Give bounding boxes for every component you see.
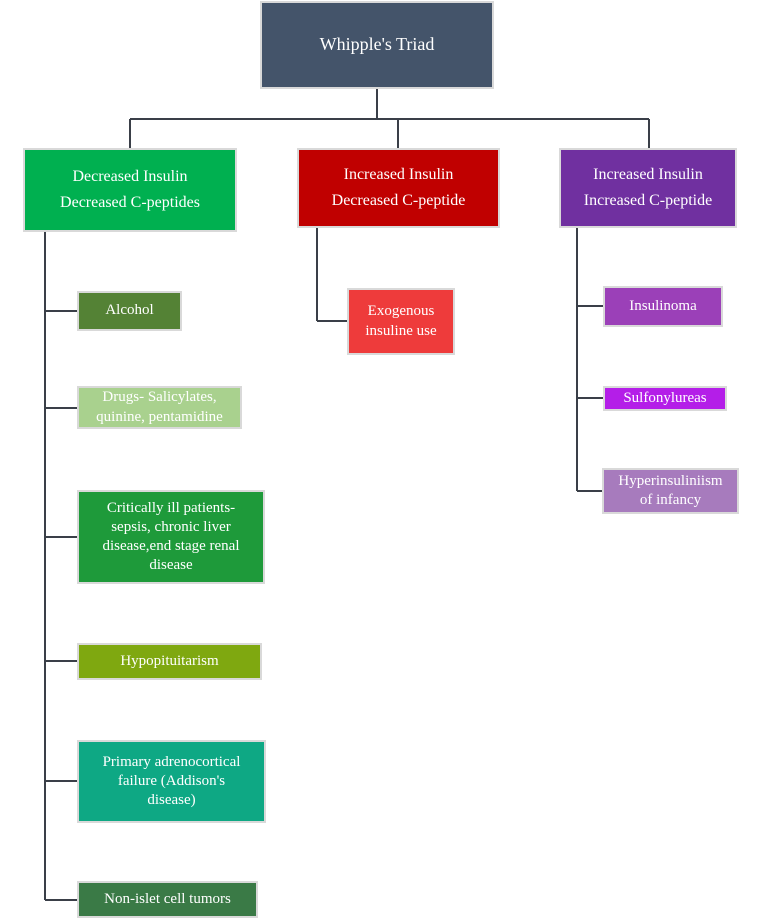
- root-label: Whipple's Triad: [319, 34, 435, 55]
- cause-label: Sulfonylureas: [623, 389, 707, 406]
- cause-label: Non-islet cell tumors: [104, 890, 231, 907]
- cause-alcohol: Alcohol: [77, 291, 182, 331]
- category-increased-insulin-decreased-c-peptide: Increased Insulin Decreased C-peptide: [297, 148, 500, 228]
- category-label: Increased Insulin Increased C-peptide: [583, 165, 713, 209]
- category-decreased-insulin-decreased-c-peptides: Decreased Insulin Decreased C-peptides: [23, 148, 237, 232]
- category-label: Increased Insulin Decreased C-peptide: [331, 165, 466, 209]
- cause-label: Drugs- Salicylates, quinine, pentamidine: [96, 389, 223, 425]
- category-increased-insulin-increased-c-peptide: Increased Insulin Increased C-peptide: [559, 148, 737, 228]
- cause-exogenous-insuline-use: Exogenous insuline use: [347, 288, 455, 355]
- category-label: Decreased Insulin Decreased C-peptides: [60, 167, 200, 211]
- cause-label: Alcohol: [105, 302, 154, 319]
- cause-hypopituitarism: Hypopituitarism: [77, 643, 262, 680]
- cause-label: Critically ill patients- sepsis, chronic…: [102, 499, 240, 574]
- root-node: Whipple's Triad: [260, 1, 494, 89]
- cause-label: Primary adrenocortical failure (Addison'…: [102, 753, 241, 809]
- cause-hyperinsulinism-of-infancy: Hyperinsuliniism of infancy: [602, 468, 739, 514]
- cause-label: Insulinoma: [629, 297, 697, 314]
- cause-non-islet-cell-tumors: Non-islet cell tumors: [77, 881, 258, 918]
- cause-critically-ill-patients: Critically ill patients- sepsis, chronic…: [77, 490, 265, 584]
- cause-label: Hypopituitarism: [120, 652, 219, 669]
- cause-drugs: Drugs- Salicylates, quinine, pentamidine: [77, 386, 242, 429]
- cause-insulinoma: Insulinoma: [603, 286, 723, 327]
- cause-primary-adrenocortical-failure: Primary adrenocortical failure (Addison'…: [77, 740, 266, 823]
- cause-label: Hyperinsuliniism of infancy: [618, 472, 723, 508]
- cause-sulfonylureas: Sulfonylureas: [603, 386, 727, 411]
- cause-label: Exogenous insuline use: [365, 303, 437, 339]
